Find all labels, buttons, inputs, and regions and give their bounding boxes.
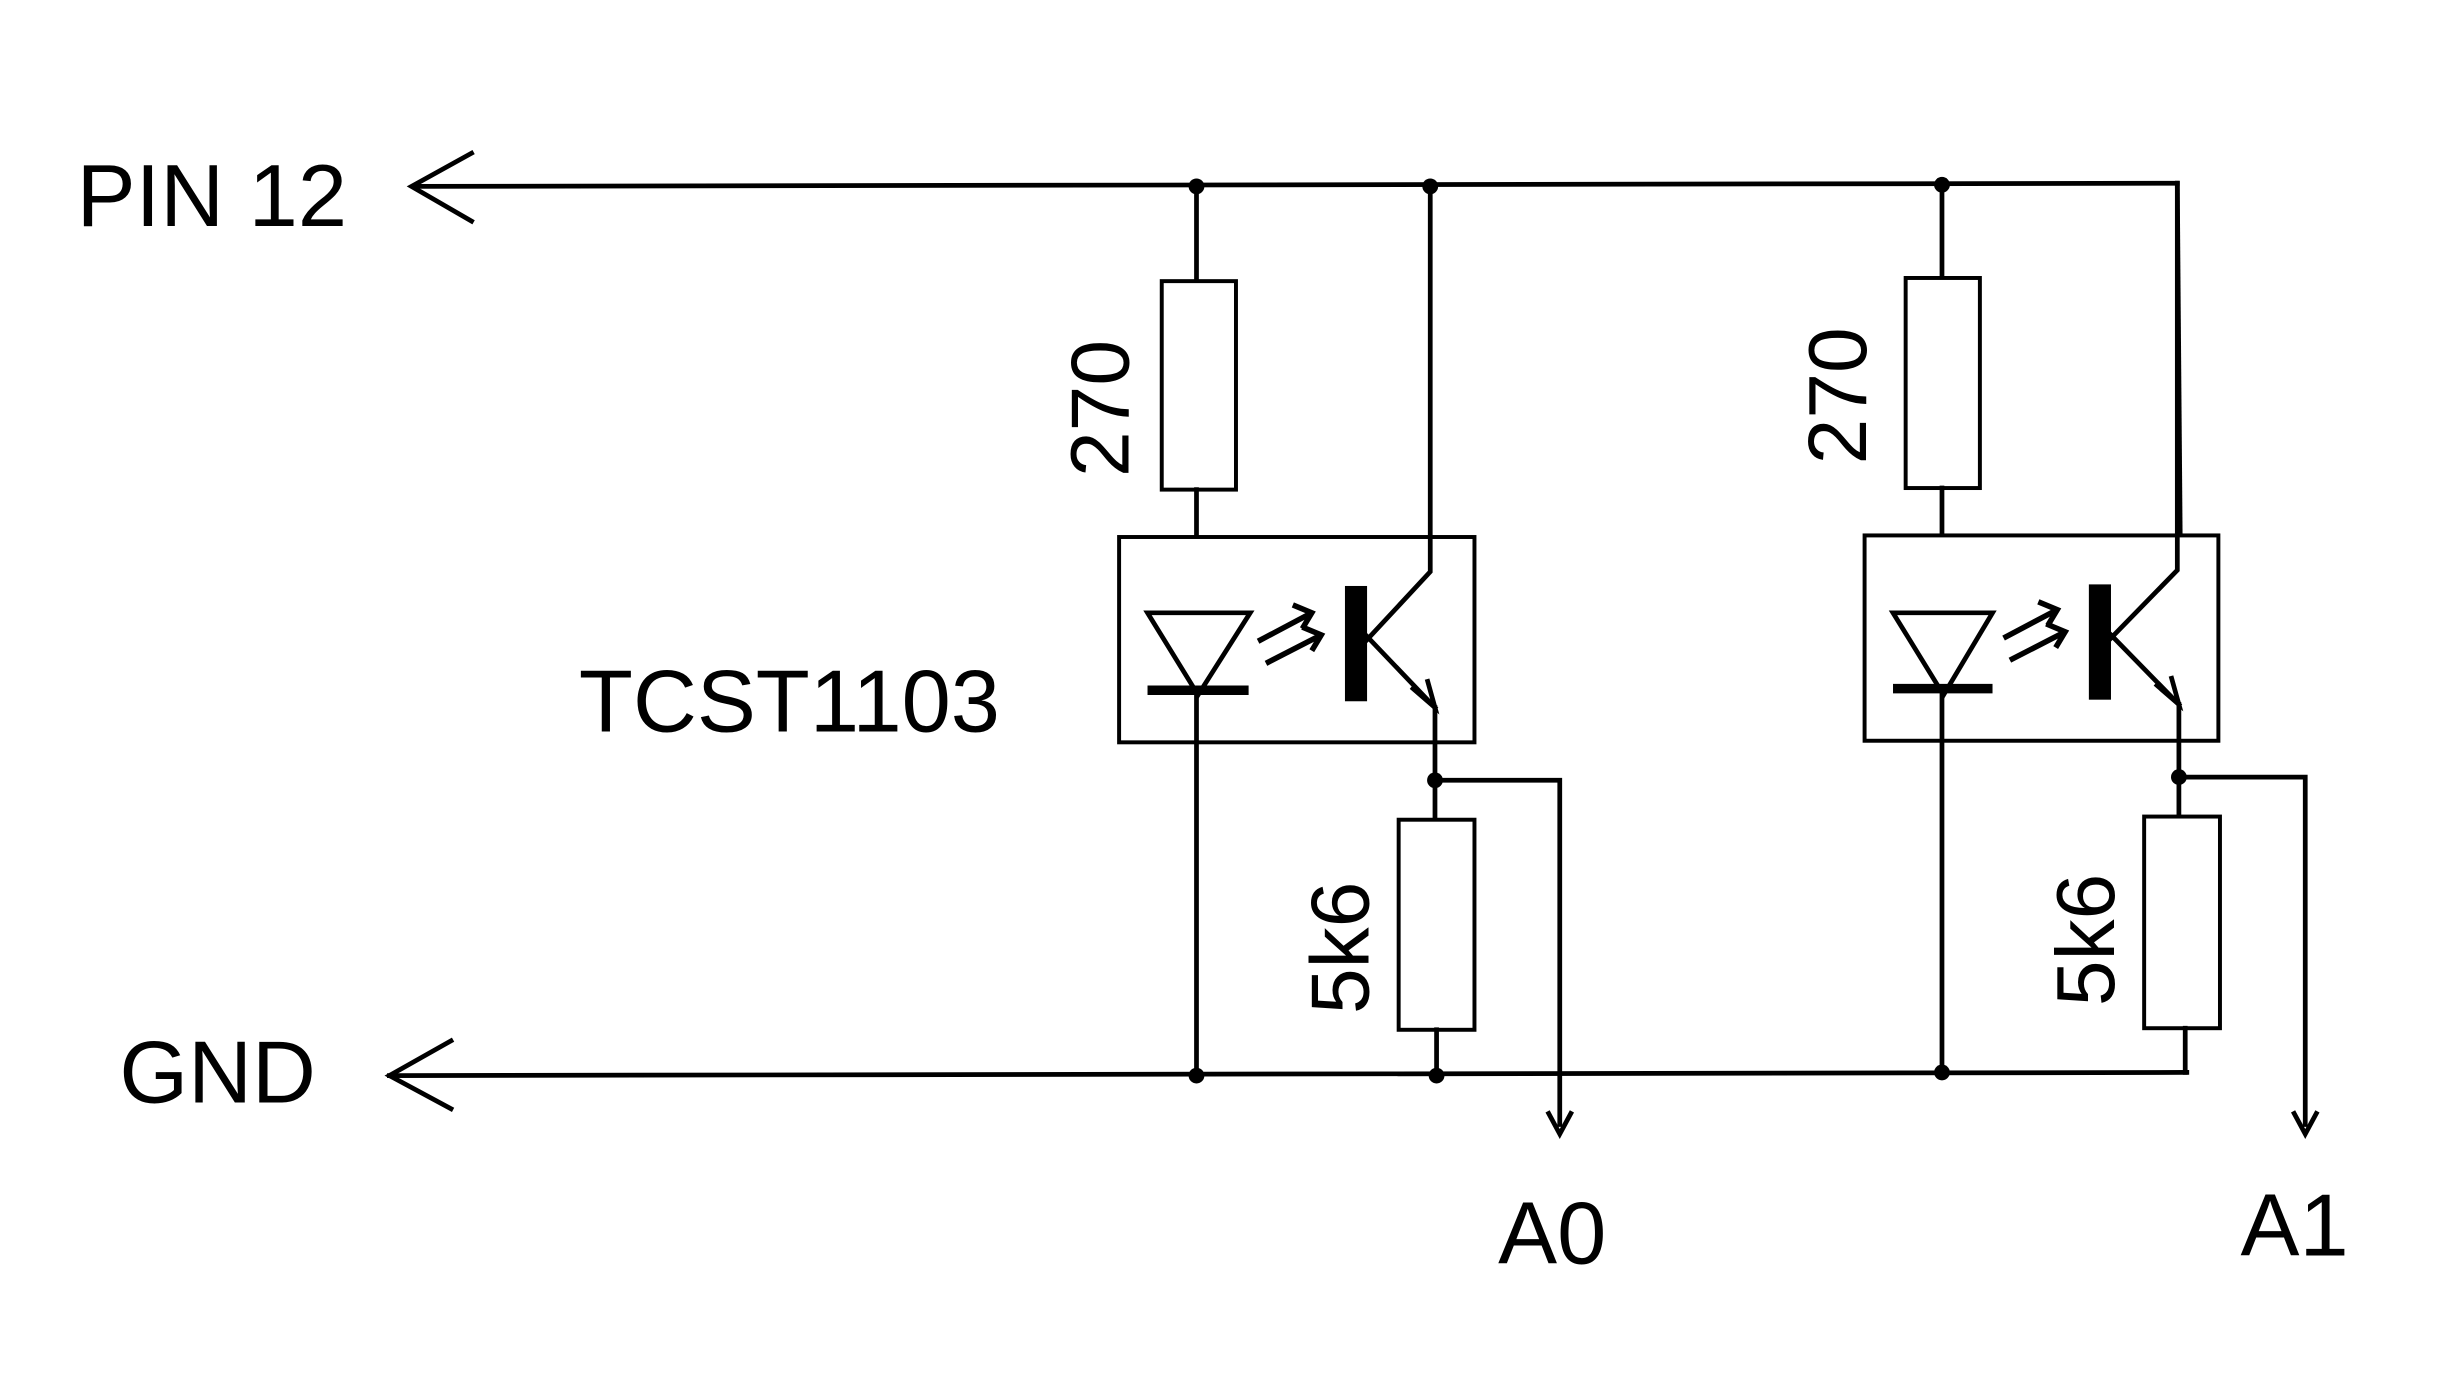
gnd-label: GND — [119, 1022, 316, 1121]
led-resistor — [1159, 279, 1238, 492]
a0-arrow-icon — [1545, 1110, 1575, 1140]
led-resistor-value: 270 — [1056, 340, 1147, 477]
led-resistor-value: 270 — [1793, 327, 1884, 464]
output-a1-label: A1 — [2240, 1176, 2348, 1275]
pulldown-resistor — [1396, 817, 1477, 1032]
light-arrows-icon — [2002, 599, 2070, 663]
channel-a0: 270 TCST1103 5k6 A0 — [579, 178, 1606, 1283]
ground-arrow-icon — [384, 1037, 455, 1112]
pulldown-resistor-value: 5k6 — [1296, 882, 1387, 1014]
led-icon — [1143, 610, 1255, 700]
output-a0-label: A0 — [1498, 1184, 1606, 1283]
light-arrows-icon — [1256, 602, 1326, 666]
pin12-label: PIN 12 — [77, 146, 347, 245]
channel-a1: 270 5k6 A1 — [1793, 176, 2349, 1275]
ground-rail — [384, 1037, 2190, 1112]
pulldown-resistor-value: 5k6 — [2041, 874, 2132, 1006]
led-resistor — [1903, 276, 1982, 491]
phototransistor-icon — [1344, 184, 1440, 823]
phototransistor-icon — [2088, 180, 2184, 819]
supply-arrow-icon — [406, 149, 475, 225]
a1-arrow-icon — [2290, 1110, 2320, 1140]
optocoupler-part-label: TCST1103 — [579, 651, 1000, 750]
pulldown-resistor — [2142, 814, 2222, 1031]
led-icon — [1888, 610, 1997, 700]
